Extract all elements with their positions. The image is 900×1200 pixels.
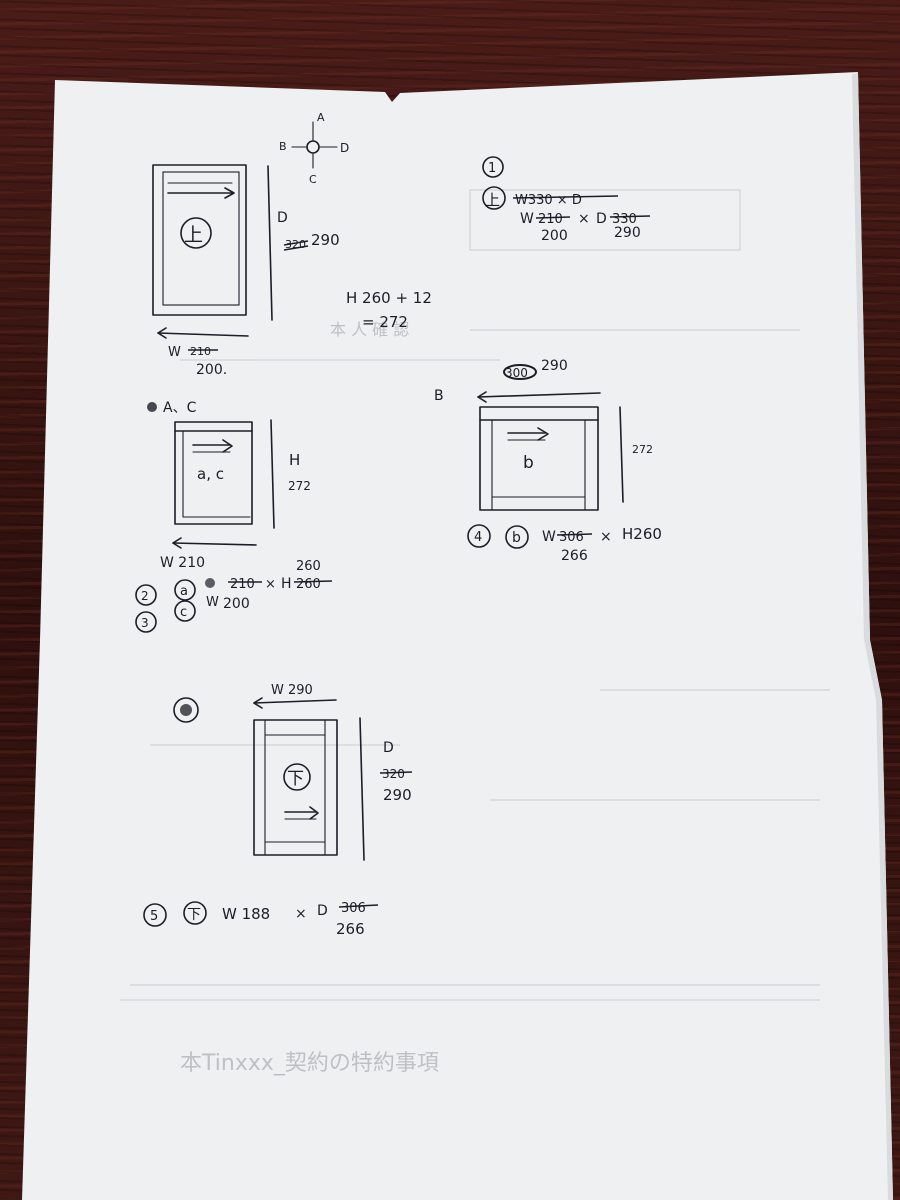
part5-d-new: 266 [336, 920, 365, 938]
part23-w-label: W [206, 595, 219, 610]
part1-mark: 上 [485, 191, 500, 209]
top-depth-new: 290 [311, 231, 340, 249]
bottom-depth-label: D [383, 740, 394, 756]
part3-index: 3 [141, 616, 149, 630]
part1-times: × [578, 211, 590, 227]
paper [22, 72, 893, 1200]
part23-h-new: 260 [296, 559, 321, 574]
b-top-old: 300 [505, 366, 528, 380]
part23-old-w: 210 [230, 577, 255, 592]
bleed-heading: 本 人 確 認 [330, 320, 409, 339]
paper-shadow-edge [852, 72, 893, 1200]
part1-note: 1 上 W330 × D W 210 × D 330 200 290 [482, 156, 651, 244]
part4-note: 4 b W 306 × H260 266 [467, 524, 662, 564]
part1-old: W330 × D [515, 193, 582, 208]
part4-w-new: 266 [561, 548, 588, 564]
compass-bottom: C [309, 173, 317, 186]
bleed-footer: 本Tinxxx_契約の特約事項 [180, 1051, 439, 1076]
b-drawing: B 300 290 b 272 [434, 358, 653, 511]
height-calc: H 260 + 12 = 272 [346, 289, 432, 331]
part5-w: W 188 [222, 905, 270, 923]
part5-index: 5 [150, 909, 158, 924]
bottom-drawing: W 290 下 D 320 290 [173, 683, 413, 861]
part4-w-old: 306 [559, 530, 584, 545]
part4-w-label: W [542, 529, 556, 545]
part2-index: 2 [141, 589, 149, 603]
part3-mark: c [180, 605, 187, 620]
part1-depth-label: D [596, 211, 607, 227]
part2-mark: a [180, 584, 188, 599]
b-header: B [434, 388, 444, 404]
part1-width-old: 210 [538, 212, 563, 227]
b-inner: b [523, 453, 534, 473]
part4-h: H260 [622, 525, 662, 543]
part23-times: × [265, 577, 276, 592]
bottom-kanji: 下 [287, 769, 304, 789]
part5-d-old: 306 [341, 901, 366, 916]
bottom-depth-new: 290 [383, 786, 412, 804]
b-side: 272 [632, 443, 653, 456]
ac-inner: a, c [197, 465, 224, 483]
part5-times: × [295, 906, 307, 922]
bleed-through: 本 人 確 認 本Tinxxx_契約の特約事項 [120, 189, 830, 1076]
height-calc-line2: = 272 [362, 313, 408, 331]
compass-right: D [340, 141, 349, 155]
b-top-new: 290 [541, 358, 568, 374]
part23-h-label: H [281, 576, 292, 592]
top-drawing: 上 D 320 290 W 210 200. [152, 164, 340, 378]
ac-h-value: 272 [288, 479, 311, 493]
part1-index: 1 [488, 161, 496, 176]
part5-d-label: D [317, 903, 328, 919]
part5-note: 5 下 W 188 × D 306 266 [143, 901, 379, 938]
height-calc-line1: H 260 + 12 [346, 289, 432, 307]
part23-w-new: 200 [223, 596, 250, 612]
part1-depth-new: 290 [614, 225, 641, 241]
part23-note: 2 3 a c 210 × H 260 260 W 200 [135, 559, 333, 633]
ac-header: A、C [163, 400, 197, 416]
part1-width-label: W [520, 211, 534, 227]
ac-h-label: H [289, 451, 300, 469]
top-width-old: 210 [190, 345, 211, 358]
bottom-depth-old: 320 [382, 767, 405, 781]
part4-times: × [600, 529, 612, 545]
compass-left: B [279, 140, 287, 153]
part4-mark: b [512, 530, 521, 546]
part4-index: 4 [474, 530, 482, 545]
bottom-top-label: W 290 [271, 683, 313, 698]
ac-w-label: W 210 [160, 555, 205, 571]
part1-width-new: 200 [541, 228, 568, 244]
part5-mark: 下 [187, 907, 201, 923]
top-width-label: W [168, 345, 181, 360]
top-kanji: 上 [184, 224, 203, 246]
top-width-new: 200. [196, 362, 227, 378]
part23-h-old: 260 [296, 577, 321, 592]
ac-drawing: A、C a, c H 272 W 210 [147, 400, 311, 571]
compass: A B D C [279, 111, 349, 186]
compass-top: A [317, 111, 325, 124]
top-depth-label: D [277, 210, 288, 226]
